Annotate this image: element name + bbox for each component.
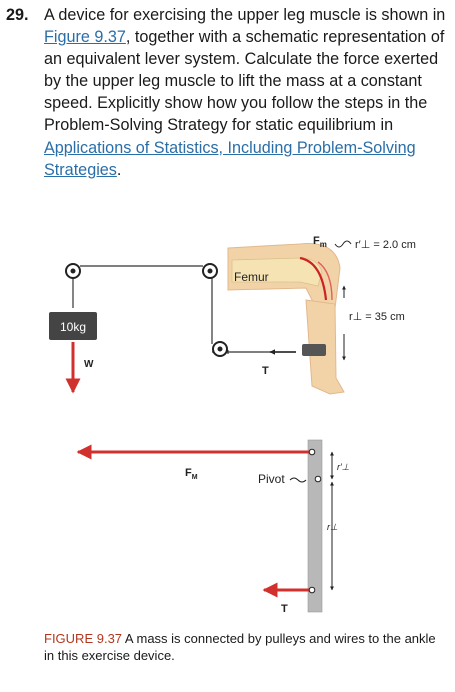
lever-r-label: r⊥ (327, 522, 338, 532)
strategy-section-link[interactable]: Applications of Statistics, Including Pr… (44, 138, 416, 179)
exercise-device-diagram: 10kg W Femur T Fm r′⊥ = 2.0 cm (49, 235, 416, 615)
leg-illustration: Femur T Fm r′⊥ = 2.0 cm r⊥ = 35 cm (227, 235, 416, 395)
lever-r-prime-label: r′⊥ (337, 462, 350, 472)
lever-schematic: FM Pivot T r′⊥ r⊥ (76, 439, 350, 615)
caption-label: FIGURE 9.37 (44, 631, 123, 646)
figure-link[interactable]: Figure 9.37 (44, 28, 126, 47)
caption-text: A mass is connected by pulleys and wires… (44, 631, 436, 663)
lever-force-label: FM (185, 467, 198, 481)
mass-block (49, 312, 97, 340)
pivot-point (314, 475, 322, 483)
tension-label: T (262, 365, 269, 377)
lever-bar (307, 439, 323, 613)
problem-text: A device for exercising the upper leg mu… (44, 4, 446, 181)
problem-number: 29. (6, 6, 29, 24)
mass-label: 10kg (60, 320, 86, 334)
ankle-strap (302, 344, 326, 356)
problem-text-body: , together with a schematic representati… (44, 28, 445, 135)
figure-9-37: 10kg W Femur T Fm r′⊥ = 2.0 cm (0, 222, 455, 640)
figure-caption: FIGURE 9.37 A mass is connected by pulle… (44, 630, 444, 664)
weight-label: W (84, 359, 94, 370)
pivot-label: Pivot (258, 472, 285, 486)
r-perp-prime-label: r′⊥ = 2.0 cm (355, 239, 416, 251)
problem-text-intro: A device for exercising the upper leg mu… (44, 6, 446, 24)
problem-text-end: . (116, 160, 122, 179)
exercise-problem: 29. A device for exercising the upper le… (6, 4, 446, 181)
r-perp-label: r⊥ = 35 cm (349, 311, 405, 323)
pulley-system: 10kg W (49, 263, 296, 394)
lever-tension-label: T (281, 603, 288, 615)
femur-label: Femur (234, 270, 269, 284)
muscle-force-label: Fm (313, 235, 327, 249)
